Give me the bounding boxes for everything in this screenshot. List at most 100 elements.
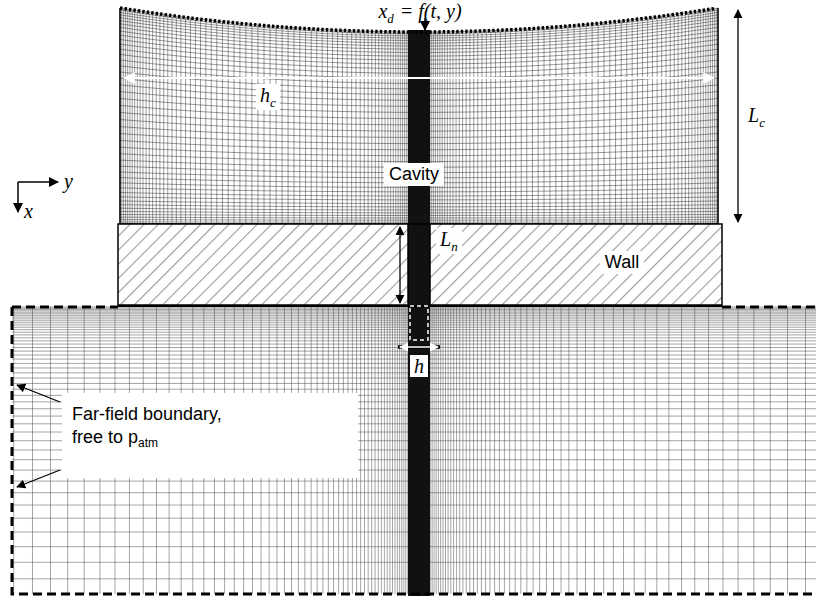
mesh-line	[140, 11, 141, 224]
mesh-line	[332, 30, 333, 224]
mesh-line	[509, 307, 510, 594]
mesh-line	[499, 307, 500, 594]
mesh-line	[666, 16, 667, 224]
mesh-line	[375, 307, 376, 594]
mesh-line	[385, 32, 386, 224]
mesh-line	[433, 32, 434, 224]
mesh-line	[738, 307, 739, 594]
mesh-line	[360, 31, 361, 224]
mesh-line	[378, 32, 379, 224]
math-symbol: x	[24, 200, 33, 222]
dimension-arrow	[124, 77, 714, 79]
mesh-line	[195, 19, 196, 224]
mesh-line	[378, 307, 379, 594]
mesh-line	[585, 307, 586, 594]
mesh-line	[668, 307, 669, 594]
mesh-line	[688, 12, 689, 224]
mesh-line	[406, 32, 407, 224]
mesh-line	[390, 32, 391, 224]
mesh-line	[392, 307, 393, 594]
math-symbol: L	[440, 228, 451, 250]
mesh-line	[251, 25, 252, 224]
mesh-line	[402, 32, 403, 224]
callout-box: Far-field boundary, free to patm	[62, 393, 358, 478]
dimension-arrow	[399, 227, 400, 303]
mesh-line	[403, 307, 404, 594]
mesh-line	[222, 22, 223, 224]
mesh-line	[674, 15, 675, 224]
mesh-line	[670, 15, 671, 224]
mesh-line	[132, 10, 133, 224]
wall-hatch	[118, 224, 408, 305]
mesh-line	[216, 21, 217, 224]
mesh-line	[394, 307, 395, 594]
mesh-line	[526, 29, 527, 224]
mesh-line	[703, 10, 704, 224]
mesh-line	[634, 307, 635, 594]
mesh-line	[432, 307, 433, 594]
dimension-label: h	[410, 355, 428, 377]
mesh-line	[445, 307, 446, 594]
mesh-line	[505, 30, 506, 224]
mesh-line	[466, 31, 467, 224]
mesh-line	[694, 307, 695, 594]
mesh-line	[609, 22, 610, 224]
cavity-region: Cavity	[120, 8, 718, 224]
mesh-line	[431, 32, 432, 224]
mesh-line	[621, 21, 622, 224]
mesh-line	[125, 9, 126, 224]
mesh-line	[228, 22, 229, 224]
mesh-line	[180, 17, 181, 224]
mesh-line	[613, 307, 614, 594]
mesh-line	[439, 32, 440, 224]
mesh-line	[645, 307, 646, 594]
mesh-line	[368, 307, 369, 594]
mesh-line	[598, 23, 599, 224]
dimension-arrow	[737, 10, 738, 222]
mesh-line	[459, 32, 460, 224]
mesh-line	[322, 29, 323, 224]
mesh-line	[459, 307, 460, 594]
mesh-line	[576, 307, 577, 594]
leader-arrow	[17, 470, 60, 487]
mesh-line	[695, 12, 696, 224]
mesh-line	[656, 307, 657, 594]
mesh-line	[623, 307, 624, 594]
mesh-line	[712, 9, 713, 224]
mesh-line	[647, 18, 648, 224]
mesh-line	[456, 32, 457, 224]
mesh-line	[700, 11, 701, 224]
mesh-line	[234, 23, 235, 224]
dimension-arrow	[400, 346, 438, 348]
mesh-line	[462, 307, 463, 594]
axis-label: y	[64, 170, 73, 192]
mesh-line	[462, 31, 463, 224]
mesh-line	[368, 31, 369, 224]
mesh-line	[533, 307, 534, 594]
mesh-line	[282, 27, 283, 224]
mesh-line	[681, 13, 682, 224]
mesh-line	[515, 307, 516, 594]
mesh-line	[469, 307, 470, 594]
mesh-line	[400, 32, 401, 224]
subscript: n	[451, 239, 458, 254]
math-symbol: x	[378, 0, 387, 22]
mesh-line	[398, 32, 399, 224]
mesh-line	[142, 12, 143, 224]
mesh-line	[705, 10, 706, 224]
mesh-line	[190, 18, 191, 224]
mesh-line	[714, 9, 715, 224]
mesh-line	[526, 307, 527, 594]
mesh-line	[389, 307, 390, 594]
neck-mesh-band	[408, 30, 430, 596]
mesh-line	[520, 307, 521, 594]
mesh-line	[473, 31, 474, 224]
mesh-line	[316, 29, 317, 224]
mesh-line	[371, 31, 372, 224]
mesh-line	[574, 26, 575, 224]
mesh-line	[450, 307, 451, 594]
region-label: Wall	[600, 251, 644, 274]
mesh-line	[561, 27, 562, 224]
